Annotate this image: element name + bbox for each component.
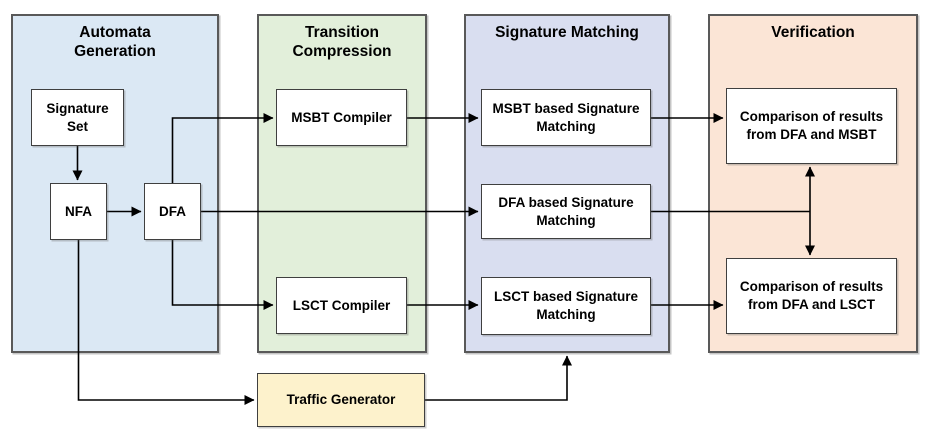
node-label: DFA based Signature Matching	[498, 194, 634, 228]
panel-title-verification: Verification	[710, 16, 916, 42]
panel-title-text: Verification	[771, 24, 855, 41]
node-label: Signature Set	[46, 100, 109, 134]
panel-title-text: Signature Matching	[495, 24, 639, 41]
panel-title-transition-compression: Transition Compression	[259, 16, 425, 62]
panel-title-signature-matching: Signature Matching	[466, 16, 668, 42]
node-label: DFA	[159, 203, 186, 219]
node-comparison-dfa-lsct: Comparison of results from DFA and LSCT	[726, 258, 897, 334]
panel-title-text: Automata Generation	[74, 24, 156, 61]
node-traffic-generator: Traffic Generator	[257, 373, 425, 427]
panel-title-automata-generation: Automata Generation	[13, 16, 217, 62]
node-label: Traffic Generator	[286, 392, 396, 408]
node-dfa-based-signature-matching: DFA based Signature Matching	[481, 184, 651, 239]
node-lsct-compiler: LSCT Compiler	[276, 277, 407, 334]
edge-traffic-generator-to-signature-matching-panel	[425, 355, 572, 401]
node-signature-set: Signature Set	[31, 89, 124, 146]
node-label: MSBT based Signature Matching	[492, 100, 640, 134]
node-dfa: DFA	[144, 183, 201, 240]
node-lsct-based-signature-matching: LSCT based Signature Matching	[481, 277, 651, 335]
node-msbt-compiler: MSBT Compiler	[276, 89, 407, 146]
node-label: Comparison of results from DFA and MSBT	[739, 109, 884, 142]
node-label: NFA	[65, 203, 92, 219]
node-label: MSBT Compiler	[291, 109, 392, 125]
node-label: Comparison of results from DFA and LSCT	[739, 279, 884, 312]
node-comparison-dfa-msbt: Comparison of results from DFA and MSBT	[726, 88, 897, 164]
node-label: LSCT based Signature Matching	[493, 289, 639, 322]
node-msbt-based-signature-matching: MSBT based Signature Matching	[481, 89, 651, 146]
panel-title-text: Transition Compression	[292, 24, 392, 61]
node-label: LSCT Compiler	[292, 297, 391, 313]
node-nfa: NFA	[50, 183, 107, 240]
